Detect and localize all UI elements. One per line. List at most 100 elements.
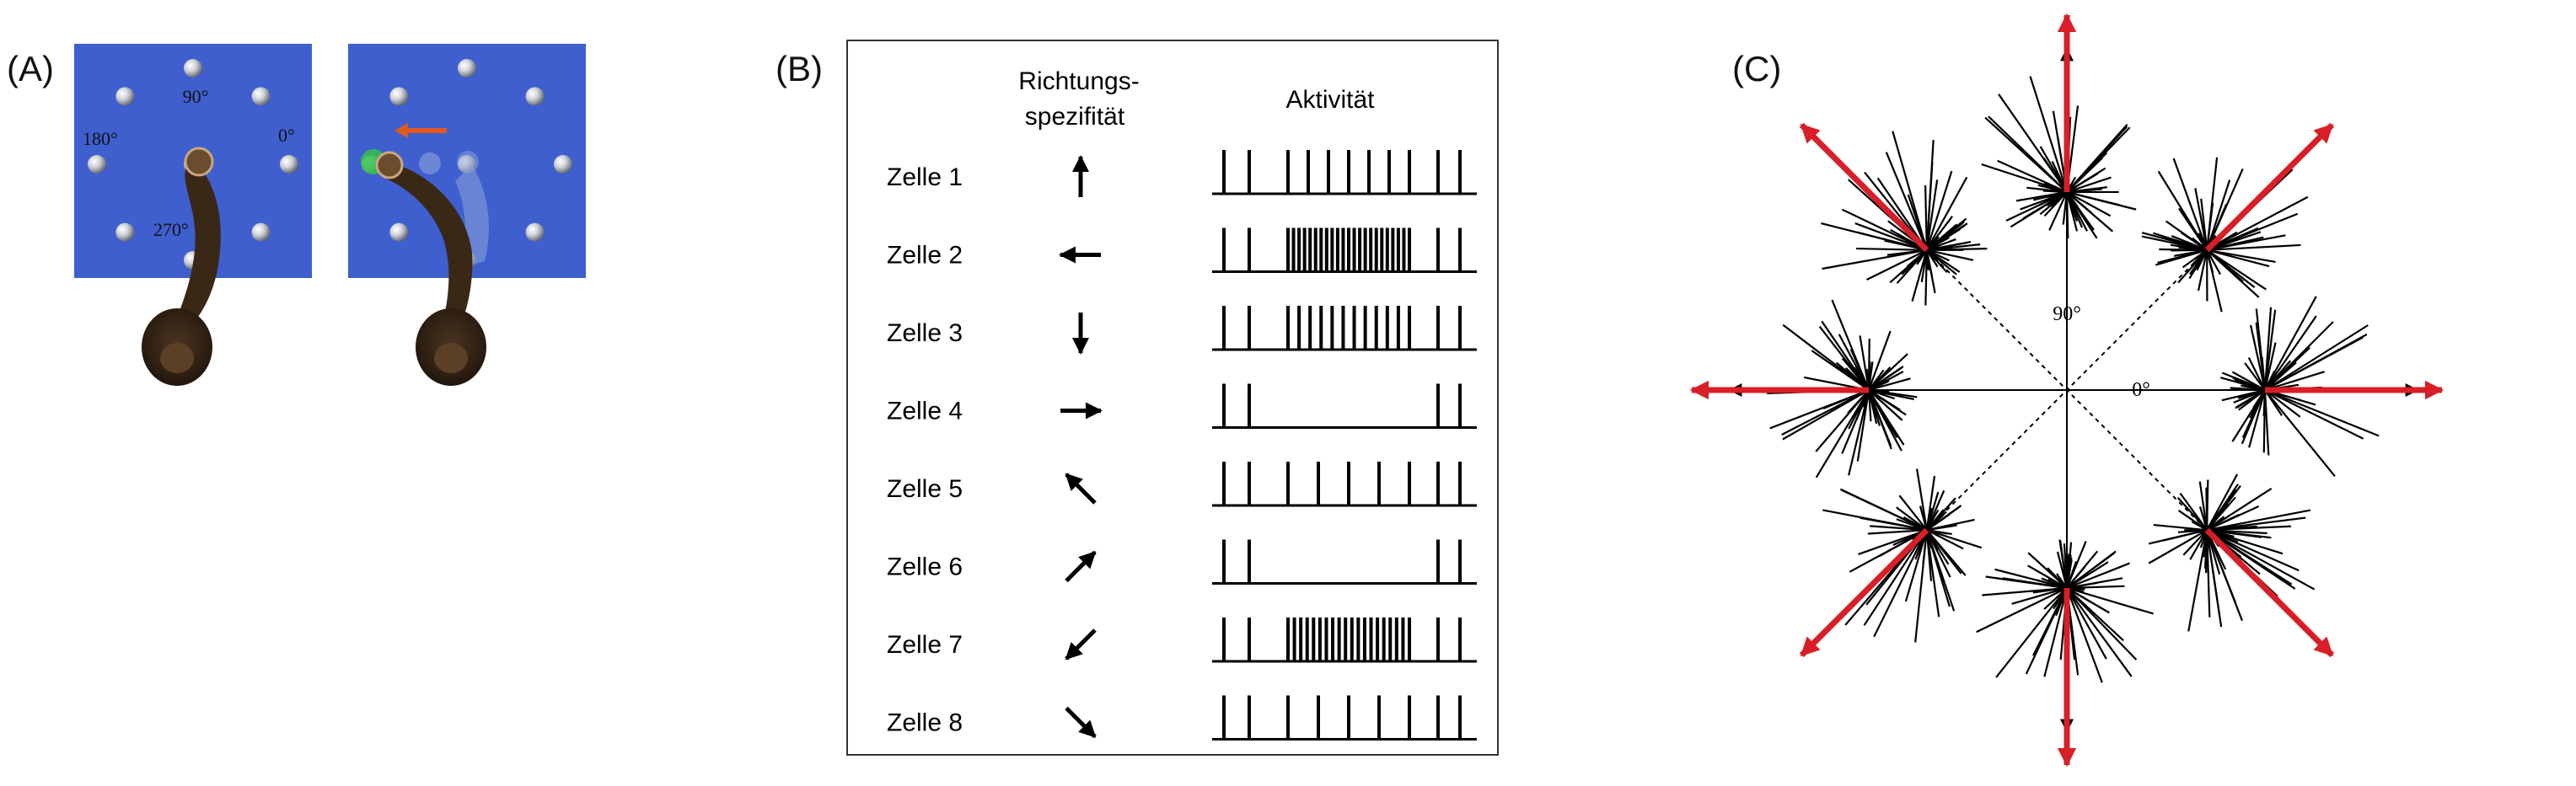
cell-vector xyxy=(2264,371,2325,392)
cell-direction-cluster xyxy=(1799,468,1983,658)
cell-vector xyxy=(2206,168,2244,251)
target-ball xyxy=(554,155,572,174)
cell-vector xyxy=(1915,468,1928,531)
cell-vector xyxy=(2263,309,2277,391)
cell-vector xyxy=(2264,315,2317,391)
direction-arrow xyxy=(1065,473,1097,505)
cell-vector xyxy=(2255,308,2267,391)
cell-vector xyxy=(1782,323,1870,391)
panel-c-label: (C) xyxy=(1732,49,1782,88)
cell-vector xyxy=(2065,191,2069,239)
cell-vector xyxy=(2206,212,2299,251)
cell-vector xyxy=(2264,388,2380,437)
cell-direction-cluster xyxy=(1799,122,1988,306)
cell-vector xyxy=(2206,509,2311,532)
cell-name: Zelle 5 xyxy=(887,475,963,503)
cell-vector xyxy=(1925,530,1940,618)
cell-vector xyxy=(2206,249,2228,266)
cell-vector xyxy=(2066,562,2130,590)
cell-vector xyxy=(2264,389,2364,440)
cell-row: Zelle 7 xyxy=(887,618,1477,663)
target-ball xyxy=(115,87,135,106)
cell-vector xyxy=(1892,131,1928,251)
cell-direction-cluster xyxy=(2220,296,2445,478)
cell-vector xyxy=(1856,247,1927,251)
cell-vector xyxy=(2066,550,2099,589)
panel-a-monkey-task: 90° 180° 0° 270° xyxy=(74,44,586,386)
cell-vector xyxy=(2066,191,2095,231)
cell-vector xyxy=(2206,496,2236,531)
cell-vector xyxy=(1870,525,1927,532)
population-vector xyxy=(1799,122,1929,253)
cell-vector xyxy=(2264,389,2301,418)
target-ball xyxy=(251,87,271,106)
angle-label-0: 0° xyxy=(2132,379,2150,401)
direction-arrow xyxy=(1065,628,1097,660)
cell-vector xyxy=(1926,529,1964,550)
cell-vector xyxy=(2206,249,2276,264)
cell-vector xyxy=(2066,587,2133,677)
cell-vector xyxy=(2048,191,2068,231)
cell-direction-cluster xyxy=(1981,13,2137,239)
cell-vector xyxy=(1868,377,1911,392)
cell-vector xyxy=(2206,249,2222,275)
direction-arrow xyxy=(1065,550,1097,583)
cell-vector xyxy=(2264,389,2336,478)
target-ball xyxy=(280,155,298,174)
cell-vector xyxy=(1839,488,1928,532)
target-ball xyxy=(525,87,545,106)
header-direction-line2: spezifität xyxy=(1025,103,1125,131)
cell-vector xyxy=(2206,249,2223,313)
cell-vector xyxy=(2206,488,2273,532)
cell-vector xyxy=(1911,249,1928,302)
cell-vector xyxy=(2066,191,2093,214)
cell-vector xyxy=(2066,188,2102,194)
cell-vector xyxy=(2206,529,2221,575)
header-activity: Aktivität xyxy=(1285,86,1375,114)
cell-vector xyxy=(2206,529,2316,591)
cell-vector xyxy=(2065,542,2073,589)
cell-vector xyxy=(1815,389,1870,452)
cell-vector xyxy=(2172,158,2208,251)
cell-vector xyxy=(2231,389,2266,442)
cell-vector xyxy=(2046,191,2068,206)
cell-vector xyxy=(2192,237,2208,251)
cell-vector xyxy=(1926,518,1975,532)
cell-vector xyxy=(1925,176,1968,251)
cell-name: Zelle 2 xyxy=(887,242,963,270)
cell-vector xyxy=(2065,191,2084,228)
cell-vector xyxy=(1838,334,1870,391)
cell-vector xyxy=(2066,167,2106,193)
cell-row: Zelle 3 xyxy=(887,306,1477,355)
cell-vector xyxy=(1976,587,2068,634)
cell-direction-cluster xyxy=(2148,473,2335,658)
cell-vector xyxy=(2056,573,2068,589)
cell-vector xyxy=(2036,586,2068,593)
cell-vector xyxy=(2065,587,2103,683)
cell-vector xyxy=(1998,94,2068,193)
target-ball xyxy=(88,155,106,174)
cell-direction-cluster xyxy=(1976,539,2154,767)
cell-vector xyxy=(1896,249,1928,284)
cell-name: Zelle 4 xyxy=(887,398,963,425)
cell-vector xyxy=(2206,505,2259,532)
cell-vector xyxy=(1925,179,1939,250)
cell-vector xyxy=(2203,530,2208,558)
target-ball xyxy=(115,222,135,242)
cell-vector xyxy=(1995,587,2068,678)
cell-vector xyxy=(1995,577,2068,590)
panel-b-label: (B) xyxy=(775,49,823,88)
cell-vector xyxy=(2177,510,2208,532)
monkey xyxy=(375,151,489,386)
cell-row: Zelle 1 xyxy=(887,150,1477,197)
cell-vector xyxy=(2250,324,2267,391)
cell-row: Zelle 2 xyxy=(887,227,1477,273)
angle-label-180: 180° xyxy=(83,128,118,149)
monkey xyxy=(142,147,221,386)
cell-vector xyxy=(1925,162,1934,250)
cell-row: Zelle 5 xyxy=(887,462,1477,507)
cell-vector xyxy=(1988,115,2068,193)
movement-arrowhead xyxy=(394,123,408,138)
cell-vector xyxy=(1914,530,1928,643)
cell-vector xyxy=(1919,505,1928,531)
